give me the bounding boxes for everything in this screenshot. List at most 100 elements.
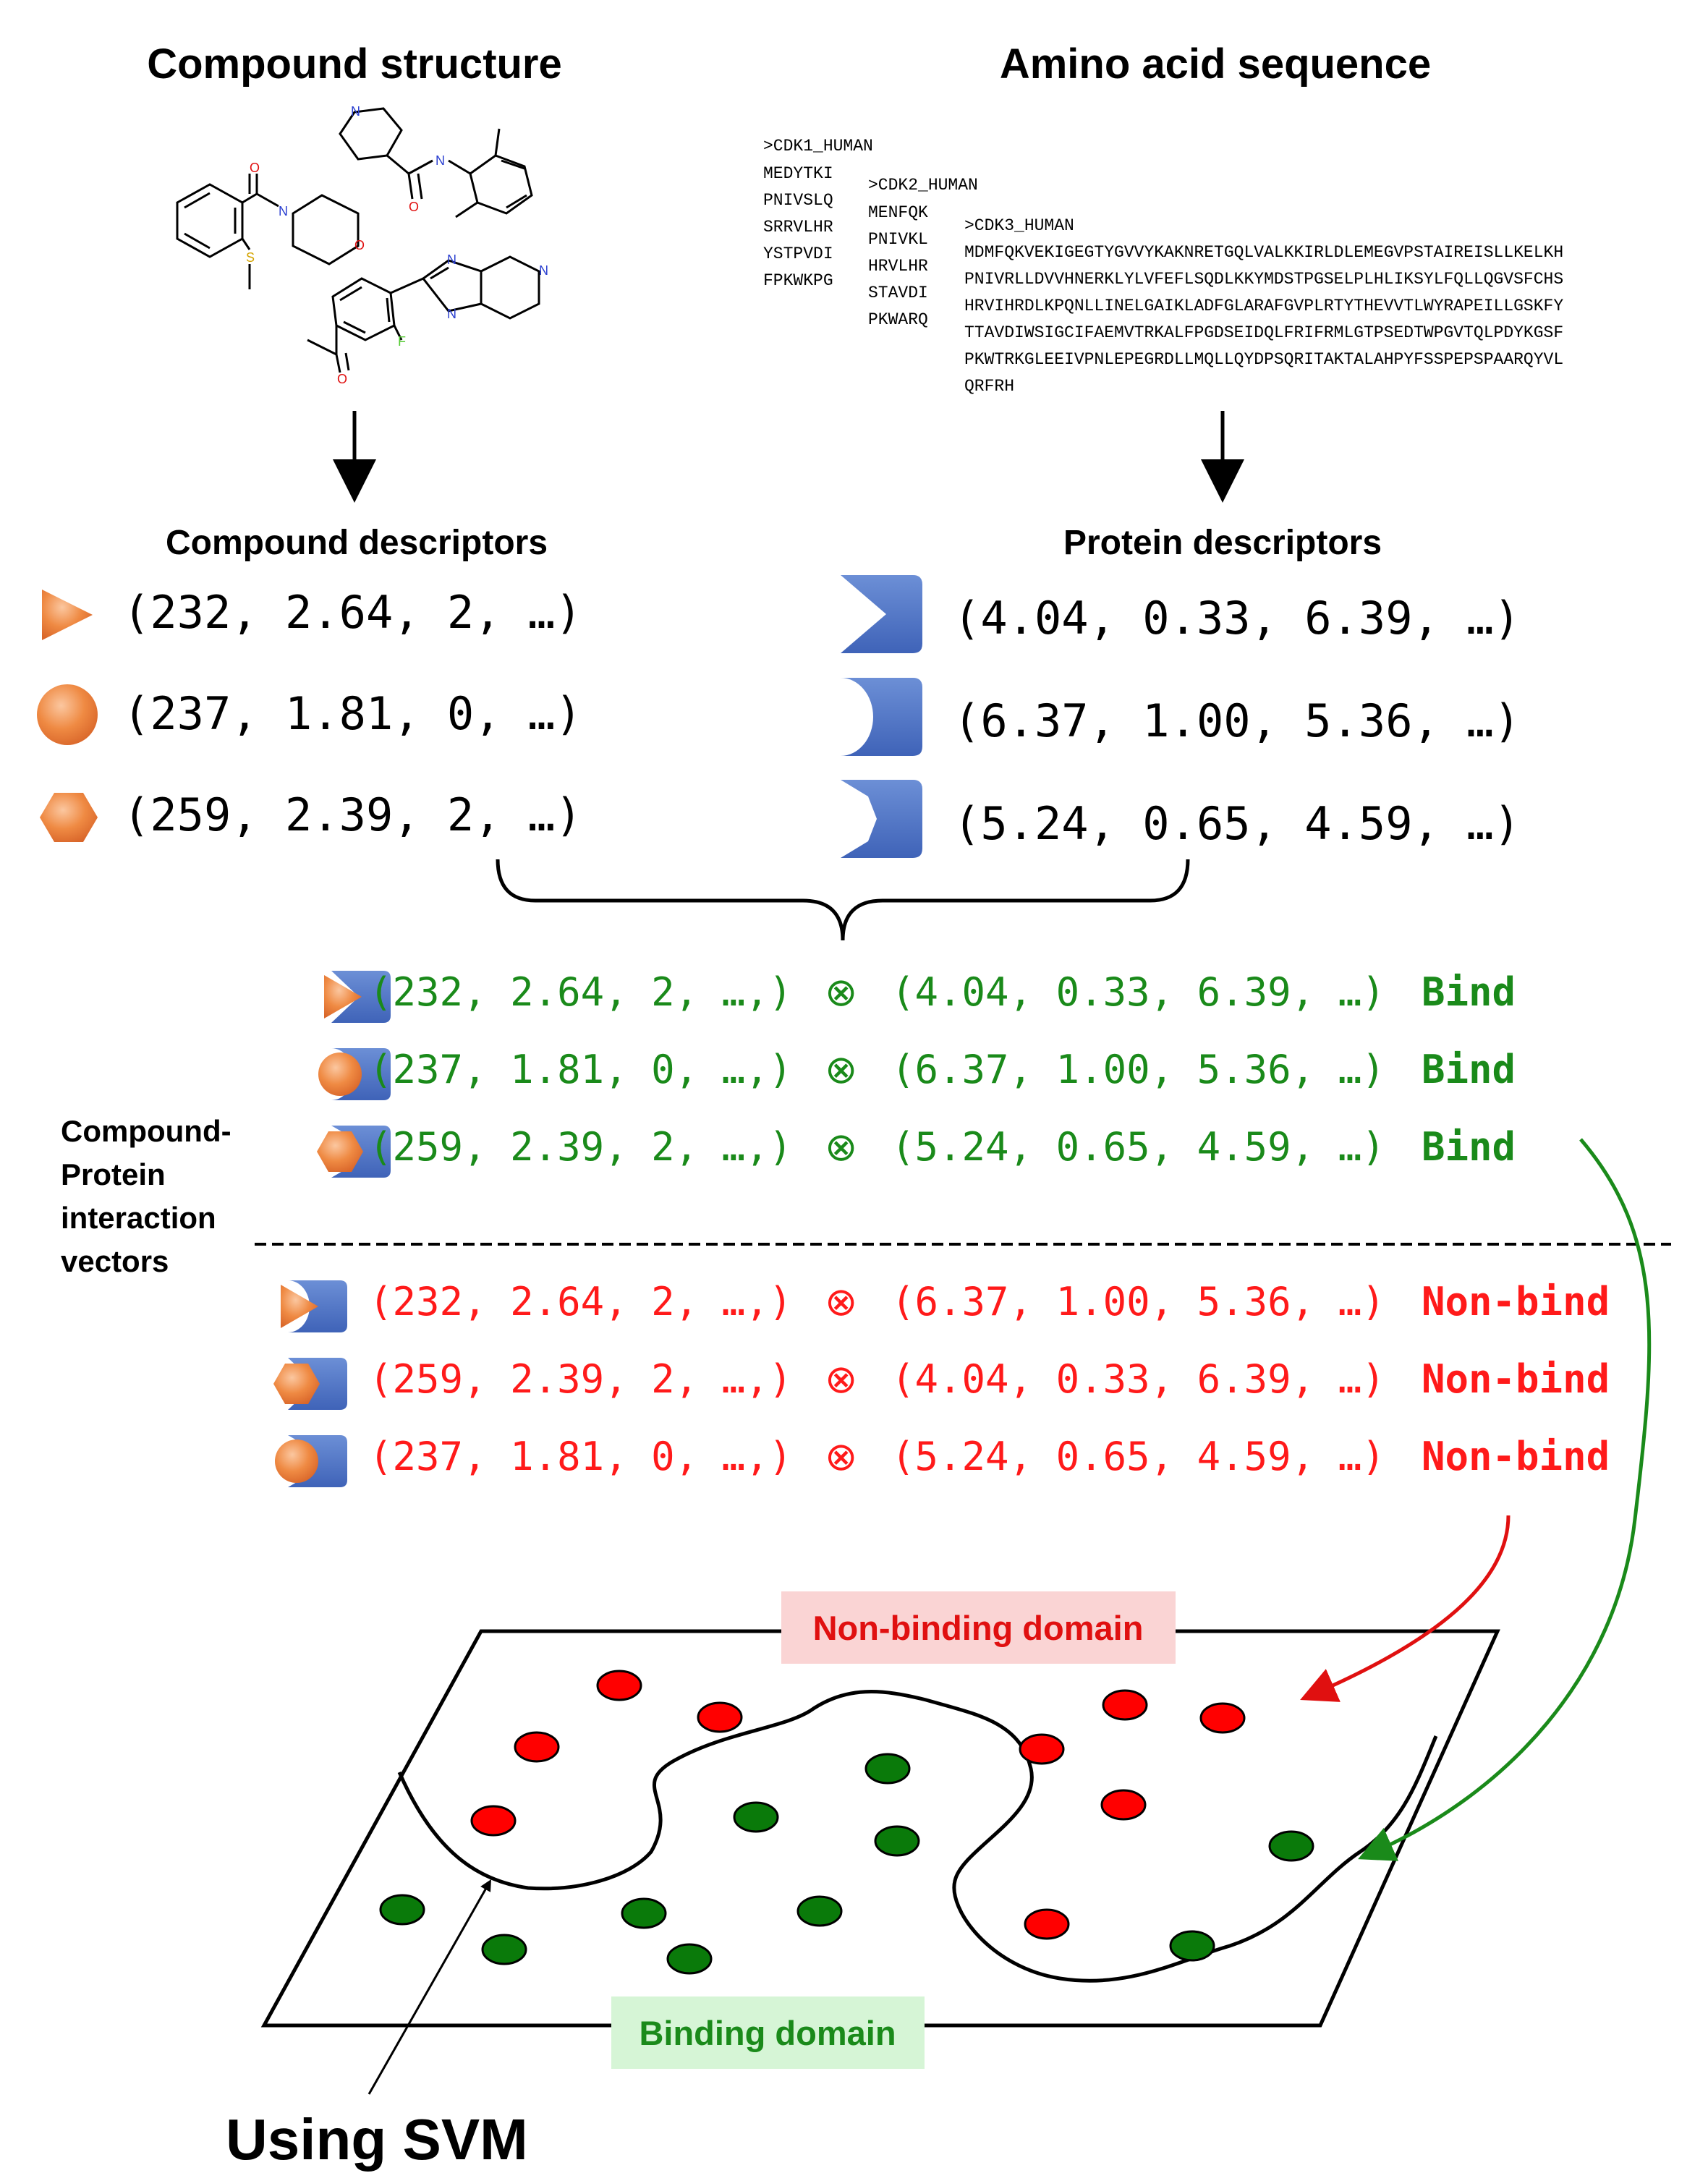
interaction-row: (232, 2.64, 2, …,)⊗(6.37, 1.00, 5.36, …)… [281, 1279, 1610, 1332]
svg-text:interaction: interaction [61, 1201, 216, 1235]
svg-text:Protein: Protein [61, 1157, 166, 1191]
svg-text:(237, 1.81, 0, …): (237, 1.81, 0, …) [123, 687, 582, 740]
triangle-icon [42, 590, 93, 640]
svg-text:N: N [279, 204, 288, 218]
svg-text:N: N [436, 153, 445, 168]
compound-vector: (237, 1.81, 0, …,) [369, 1434, 792, 1479]
data-point [697, 1701, 743, 1733]
sequence-cdk2-backdrop [861, 171, 962, 330]
svm-pointer-arrow [367, 1879, 491, 2095]
svg-text:O: O [409, 200, 419, 214]
binding-domain-label: Binding domain [639, 2014, 896, 2052]
data-point [666, 1943, 713, 1975]
svg-text:(4.04, 0.33, 6.39, …): (4.04, 0.33, 6.39, …) [953, 592, 1521, 645]
svg-text:MEDYTKI: MEDYTKI [763, 164, 833, 183]
svg-text:PNIVRLLDVVHNERKLYLVFEFLSQDLKKY: PNIVRLLDVVHNERKLYLVFEFLSQDLKKYMDSTPGSELP… [964, 270, 1563, 289]
svg-text:YSTPVDI: YSTPVDI [763, 244, 833, 263]
svg-text:FPKWKPG: FPKWKPG [763, 271, 833, 290]
data-point [796, 1895, 843, 1927]
cpi-vectors-label: Compound- Protein interaction vectors [61, 1114, 231, 1278]
data-point [621, 1897, 667, 1929]
svg-text:SRRVLHR: SRRVLHR [763, 218, 833, 237]
svg-text:PNIVSLQ: PNIVSLQ [763, 191, 833, 210]
interaction-row: (259, 2.39, 2, …,) ⊗ (5.24, 0.65, 4.59, …)… [317, 1124, 1516, 1178]
tensor-product-symbol: ⊗ [825, 1356, 857, 1402]
compound-vector: (232, 2.64, 2, …,) [369, 969, 792, 1015]
non-binding-label-bg [781, 1591, 1176, 1664]
pocket-hex-icon [841, 780, 922, 858]
non-bind-label: Non-bind [1422, 1434, 1610, 1479]
amino-acid-sequence-title: Amino acid sequence [1000, 41, 1431, 88]
protein-descriptor-row: (5.24, 0.65, 4.59, …) [841, 780, 1521, 858]
svg-text:>CDK3_HUMAN: >CDK3_HUMAN [964, 216, 1074, 235]
interaction-row: (237, 1.81, 0, …,)⊗(5.24, 0.65, 4.59, …)… [275, 1434, 1610, 1487]
bind-label: Bind [1422, 1047, 1516, 1092]
triangle-icon [324, 975, 362, 1019]
svg-text:PKWTRKGLEEIVPNLEPEGRDLLMQLLQYD: PKWTRKGLEEIVPNLEPEGRDLLMQLLQYDPSQRITAKTA… [964, 350, 1563, 369]
non-binding-dots [470, 1670, 1246, 1940]
hexagon-icon [40, 793, 98, 842]
svg-text:Compound-: Compound- [61, 1114, 231, 1148]
non-bind-label: Non-bind [1422, 1356, 1610, 1402]
svg-text:(259, 2.39, 2, …): (259, 2.39, 2, …) [123, 788, 582, 841]
svg-text:MENFQK: MENFQK [868, 203, 928, 222]
tensor-product-symbol: ⊗ [825, 969, 857, 1015]
data-point [1102, 1689, 1148, 1721]
protein-vector: (4.04, 0.33, 6.39, …) [891, 1356, 1385, 1402]
hexagon-icon [273, 1364, 320, 1404]
bind-arrow [1358, 1138, 1652, 1861]
svg-text:O: O [354, 238, 365, 252]
protein-vector: (6.37, 1.00, 5.36, …) [891, 1047, 1385, 1092]
protein-descriptor-row: (6.37, 1.00, 5.36, …) [841, 678, 1521, 756]
protein-descriptors-title: Protein descriptors [1063, 524, 1382, 562]
tensor-product-symbol: ⊗ [825, 1124, 857, 1170]
pocket-triangle-icon [841, 575, 922, 653]
data-point [1019, 1733, 1065, 1765]
svg-text:vectors: vectors [61, 1244, 169, 1278]
triangle-icon [281, 1285, 318, 1328]
protein-vector: (5.24, 0.65, 4.59, …) [891, 1124, 1385, 1170]
svg-text:>CDK2_HUMAN: >CDK2_HUMAN [868, 176, 978, 195]
svg-text:MDMFQKVEKIGEGTYGVVYKAKNRETGQLV: MDMFQKVEKIGEGTYGVVYKAKNRETGQLVALKKIRLDLE… [964, 243, 1563, 262]
bind-label: Bind [1422, 969, 1516, 1015]
svg-text:(6.37, 1.00, 5.36, …): (6.37, 1.00, 5.36, …) [953, 694, 1521, 747]
sequence-cdk3: >CDK3_HUMAN MDMFQKVEKIGEGTYGVVYKAKNRETGQ… [964, 216, 1563, 396]
data-point [1100, 1789, 1147, 1821]
hexagon-icon [317, 1131, 363, 1172]
svg-text:N: N [539, 263, 548, 278]
compound-structure-title: Compound structure [147, 41, 562, 88]
svg-text:PNIVKL: PNIVKL [868, 230, 928, 249]
protein-vector: (5.24, 0.65, 4.59, …) [891, 1434, 1385, 1479]
protein-vector: (6.37, 1.00, 5.36, …) [891, 1279, 1385, 1324]
svg-text:>CDK1_HUMAN: >CDK1_HUMAN [763, 137, 873, 156]
interaction-row: (232, 2.64, 2, …,)⊗(4.04, 0.33, 6.39, …)… [324, 969, 1516, 1023]
svg-text:QRFRH: QRFRH [964, 377, 1014, 396]
interaction-row: (237, 1.81, 0, …,)⊗(6.37, 1.00, 5.36, …)… [318, 1047, 1516, 1100]
svg-text:N: N [447, 307, 456, 321]
data-point [1199, 1702, 1246, 1734]
compound-descriptor-row: (232, 2.64, 2, …) [42, 586, 582, 640]
svg-text:HRVLHR: HRVLHR [868, 257, 928, 276]
svg-text:S: S [246, 250, 255, 265]
data-point [514, 1731, 560, 1763]
tensor-product-symbol: ⊗ [825, 1279, 857, 1324]
interaction-row: (259, 2.39, 2, …,) ⊗ (4.04, 0.33, 6.39, …)… [273, 1356, 1610, 1410]
atom-labels: N O N O S N O N N N F O [246, 104, 548, 386]
compound-descriptor-row: (259, 2.39, 2, …) [40, 788, 582, 842]
circle-icon [37, 684, 98, 745]
binding-label-bg [611, 1996, 925, 2069]
compound-structures-drawing [176, 107, 540, 373]
compound-vector: (259, 2.39, 2, …,) [369, 1124, 792, 1170]
compound-descriptors-title: Compound descriptors [166, 524, 548, 562]
svg-text:TTAVDIWSIGCIFAEMVTRKALFPGDSEID: TTAVDIWSIGCIFAEMVTRKALFPGDSEIDQLFRIFRMLG… [964, 323, 1563, 342]
compound-vector: (259, 2.39, 2, …,) [369, 1356, 792, 1402]
data-point [733, 1801, 779, 1833]
binding-dots [379, 1753, 1314, 1975]
data-point [1169, 1930, 1215, 1962]
non-bind-label: Non-bind [1422, 1279, 1610, 1324]
svg-text:O: O [337, 372, 347, 386]
sequence-cdk2: >CDK2_HUMAN MENFQK PNIVKL HRVLHR STAVDI … [868, 176, 978, 329]
data-point [874, 1825, 920, 1857]
circle-icon [318, 1053, 362, 1096]
